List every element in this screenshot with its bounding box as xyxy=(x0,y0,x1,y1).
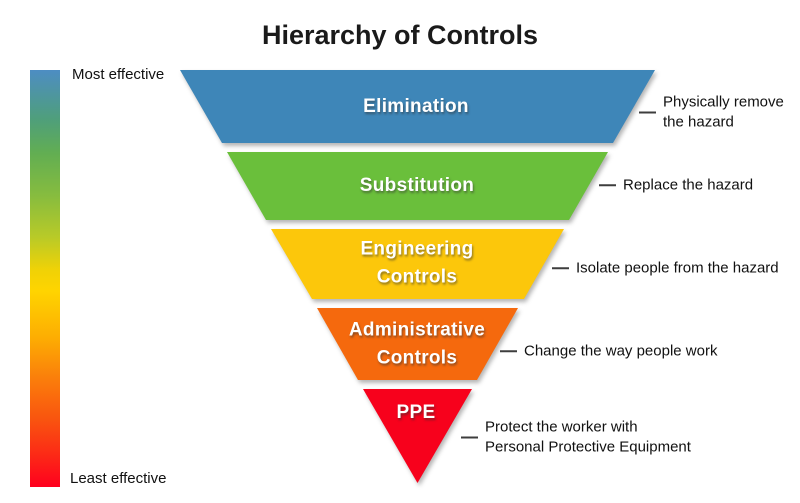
ppe-description: Protect the worker with Personal Protect… xyxy=(485,418,691,456)
engineering-controls-annotation: Isolate people from the hazard xyxy=(552,258,779,278)
ppe-annotation: Protect the worker with Personal Protect… xyxy=(461,418,691,457)
page-title: Hierarchy of Controls xyxy=(261,20,539,50)
engineering-controls-shape xyxy=(271,229,564,299)
most-effective-label: Most effective xyxy=(72,66,165,83)
annotation-dash-icon xyxy=(599,184,616,186)
elimination-label: Elimination xyxy=(363,96,469,118)
annotation-dash-icon xyxy=(500,350,517,352)
engineering-controls-label: Engineering Controls xyxy=(360,238,474,287)
annotation-dash-icon xyxy=(552,267,569,269)
elimination-annotation: Physically remove the hazard xyxy=(639,93,784,132)
substitution-description: Replace the hazard xyxy=(623,176,754,194)
administrative-controls-description: Change the way people work xyxy=(524,342,718,360)
administrative-controls-label: Administrative Controls xyxy=(348,319,486,368)
effectiveness-gradient-bar xyxy=(30,70,60,487)
administrative-controls-annotation: Change the way people work xyxy=(500,341,717,361)
elimination-description: Physically remove the hazard xyxy=(663,93,784,131)
annotation-dash-icon xyxy=(461,436,478,438)
annotation-dash-icon xyxy=(639,111,656,113)
ppe-label: PPE xyxy=(396,402,436,424)
elimination-shape xyxy=(180,70,655,143)
administrative-controls-shape xyxy=(317,308,518,380)
substitution-shape xyxy=(227,152,608,220)
substitution-annotation: Replace the hazard xyxy=(599,175,753,195)
least-effective-label: Least effective xyxy=(70,470,167,487)
ppe-shape xyxy=(363,389,472,483)
engineering-controls-description: Isolate people from the hazard xyxy=(576,259,779,277)
substitution-label: Substitution xyxy=(359,175,475,197)
